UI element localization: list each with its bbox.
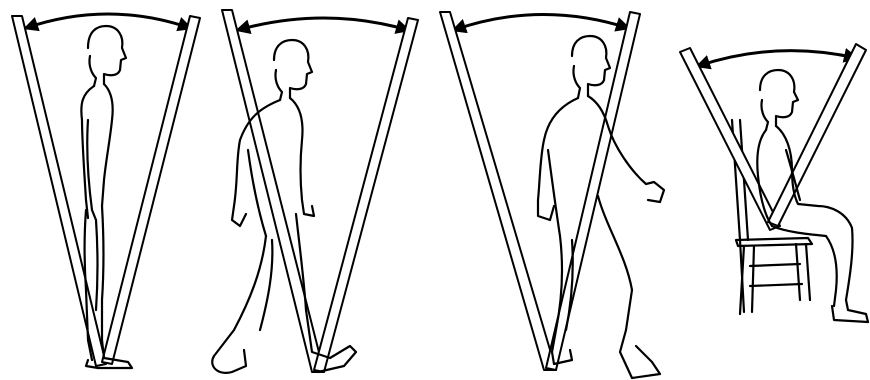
left-board [12, 16, 106, 366]
fast-walk-figure [538, 36, 664, 378]
panel-standing [12, 14, 200, 368]
right-board [314, 18, 418, 372]
swing-arc-arrow [698, 51, 856, 66]
panel-sitting [680, 44, 868, 322]
swing-arc-arrow [454, 14, 628, 30]
panel-slow-walk [212, 10, 418, 373]
swing-arc-arrow [238, 18, 408, 30]
panel-fast-walk [440, 12, 664, 378]
